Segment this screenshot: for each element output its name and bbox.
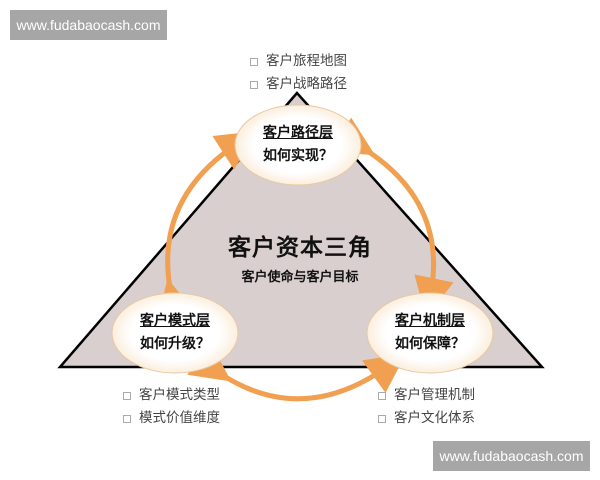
bullet-square-icon — [123, 391, 131, 400]
node-left-title: 客户模式层 — [140, 313, 210, 329]
arrow-top-right — [330, 117, 454, 318]
watermark-top: www.fudabaocash.com — [10, 10, 167, 40]
bullet-item: 客户文化体系 — [378, 407, 475, 430]
node-right-title: 客户机制层 — [395, 313, 465, 329]
watermark-bottom: www.fudabaocash.com — [433, 441, 590, 471]
node-top-ellipse — [234, 104, 362, 186]
node-right: 客户机制层 如何保障？ — [370, 310, 490, 356]
bullet-item: 客户管理机制 — [378, 384, 475, 407]
bullet-square-icon — [123, 414, 131, 423]
bullet-square-icon — [250, 80, 258, 89]
node-left: 客户模式层 如何升级？ — [115, 310, 235, 356]
bullet-item: 客户战略路径 — [250, 73, 347, 96]
node-right-question: 如何保障？ — [395, 336, 465, 352]
bullets-top: 客户旅程地图 客户战略路径 — [250, 50, 347, 96]
center-label: 客户资本三角 客户使命与客户目标 — [200, 232, 400, 290]
arrow-left-right — [187, 342, 407, 402]
node-left-question: 如何升级？ — [140, 336, 210, 352]
node-right-ellipse — [366, 292, 494, 374]
bullet-square-icon — [378, 391, 386, 400]
bullets-right: 客户管理机制 客户文化体系 — [378, 384, 475, 430]
center-subtitle: 客户使命与客户目标 — [241, 270, 359, 285]
bullets-left: 客户模式类型 模式价值维度 — [123, 384, 220, 430]
node-top-question: 如何实现？ — [263, 148, 333, 164]
node-left-ellipse — [111, 292, 239, 374]
node-top: 客户路径层 如何实现？ — [238, 122, 358, 168]
bullet-item: 客户旅程地图 — [250, 50, 347, 73]
bullet-item: 模式价值维度 — [123, 407, 220, 430]
node-top-title: 客户路径层 — [263, 125, 333, 141]
center-title: 客户资本三角 — [228, 235, 372, 261]
bullet-item: 客户模式类型 — [123, 384, 220, 407]
arrow-left-top — [156, 131, 257, 322]
bullet-square-icon — [378, 414, 386, 423]
bullet-square-icon — [250, 57, 258, 66]
